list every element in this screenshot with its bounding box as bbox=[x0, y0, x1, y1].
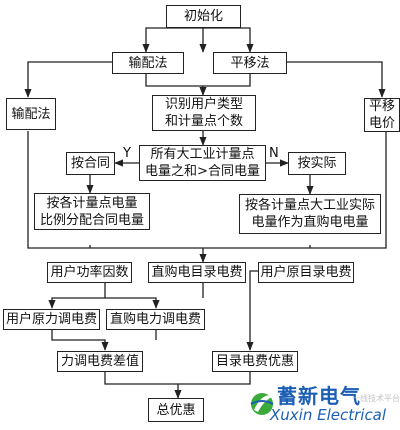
xuxin-logo-icon bbox=[250, 393, 274, 415]
watermark-brand-en: Xuxin Electrical bbox=[270, 406, 387, 424]
by-actual-node: 按实际 bbox=[288, 152, 346, 175]
by-contract-node: 按合同 bbox=[66, 152, 115, 175]
catalog-discount-node: 目录电费优惠 bbox=[212, 351, 298, 372]
init-node: 初始化 bbox=[166, 5, 241, 28]
orig-adj-fee-node: 用户原力调电费 bbox=[3, 309, 100, 330]
watermark-brand-cn: 蓄新电气 bbox=[277, 384, 361, 408]
direct-adj-fee-node: 直购电力调电费 bbox=[106, 309, 205, 330]
direct-catalog-fee-node: 直购电目录电费 bbox=[148, 262, 246, 283]
actual-direct-node: 按各计量点大工业实际 电量作为直购电电量 bbox=[239, 194, 381, 234]
total-discount-node: 总优惠 bbox=[148, 398, 204, 422]
branch-label-no: N bbox=[269, 146, 279, 161]
watermark-faint-text: 一线技术平台 bbox=[352, 394, 400, 403]
identify-user-node: 识别用户类型 和计量点个数 bbox=[152, 95, 256, 131]
pingyi-method-node: 平移法 bbox=[213, 52, 287, 74]
pingyi-price-node: 平移 电价 bbox=[364, 98, 400, 132]
user-catalog-fee-node: 用户原目录电费 bbox=[258, 262, 354, 283]
alloc-contract-node: 按各计量点电量 比例分配合同电量 bbox=[34, 193, 150, 230]
peipei-left-node: 输配法 bbox=[6, 98, 56, 130]
adj-fee-diff-node: 力调电费差值 bbox=[57, 351, 143, 372]
branch-label-yes: Y bbox=[123, 146, 131, 161]
power-factor-node: 用户功率因数 bbox=[47, 262, 132, 283]
peipei-method-node: 输配法 bbox=[112, 52, 184, 74]
condition-node: 所有大工业计量点 电量之和>合同电量 bbox=[139, 145, 266, 181]
